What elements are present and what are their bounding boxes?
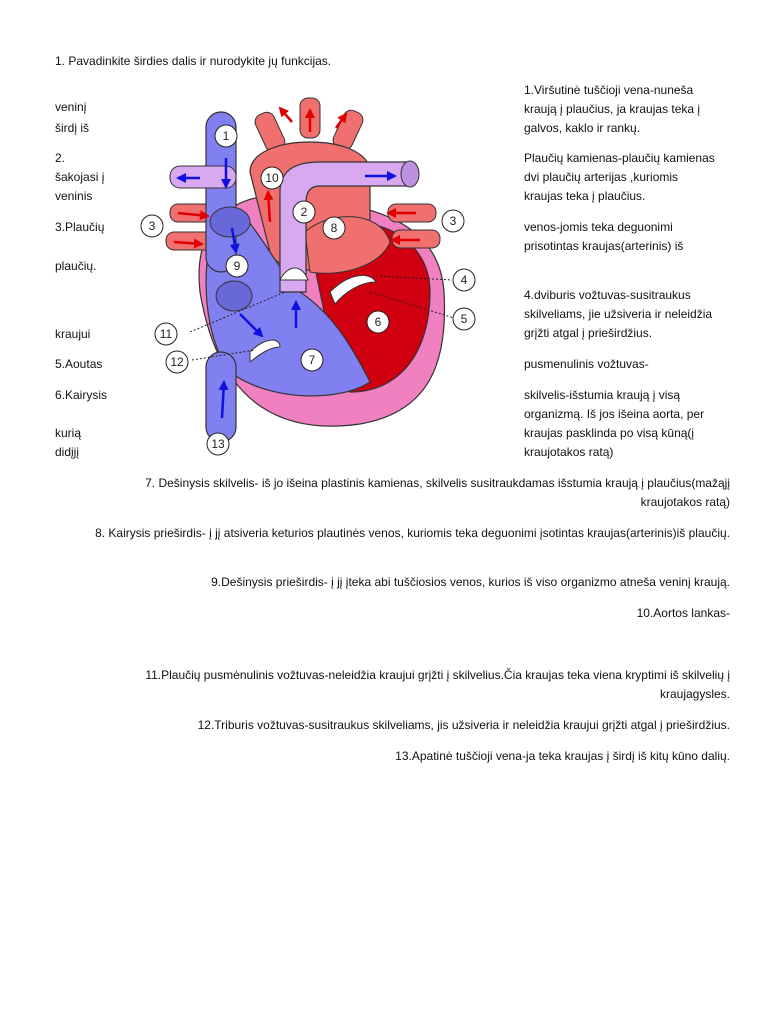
right-atrium-ellipse	[209, 206, 251, 238]
label-12: 12	[165, 350, 189, 374]
right-line: skilveliams, jie užsiveria ir neleidžia	[524, 307, 713, 321]
paragraph-13: 13.Apatinė tuščioji vena-ja teka kraujas…	[395, 749, 730, 763]
right-line: skilvelis-išstumia kraują į visą	[524, 388, 681, 402]
left-fragment: 3.Plaučių	[55, 220, 105, 234]
left-fragment: 6.Kairysis	[55, 388, 108, 402]
svg-text:13: 13	[211, 437, 225, 451]
svg-text:1: 1	[223, 129, 230, 143]
right-line: pusmenulinis vožtuvas-	[524, 357, 649, 371]
mitral-valve	[329, 274, 377, 305]
right-line: Plaučių kamienas-plaučių kamienas	[524, 151, 715, 165]
heart-diagram: 1 2 3 3 4 5 6 7 8 9 10 11 12 13	[140, 97, 476, 456]
left-fragment: kraujui	[55, 327, 91, 341]
pulmonary-valve	[279, 267, 309, 281]
leader-lines	[189, 275, 455, 361]
right-line: dvi plaučių arterijas ,kuriomis	[524, 170, 679, 184]
label-10: 10	[260, 166, 284, 190]
pulmonary-artery-left	[169, 165, 237, 189]
paragraph-11: 11.Plaučių pusmėnulinis vožtuvas-neleidž…	[145, 668, 730, 701]
paragraph-10: 10.Aortos lankas-	[636, 606, 730, 620]
label-3-right: 3	[441, 209, 465, 233]
right-line: prisotintas kraujas(arterinis) iš	[524, 239, 684, 253]
label-5: 5	[452, 307, 476, 331]
right-line: grįžti atgal į prieširdžius.	[524, 326, 653, 340]
label-8: 8	[322, 216, 346, 240]
label-7: 7	[300, 348, 324, 372]
left-fragment: 2.	[55, 151, 66, 165]
label-4: 4	[452, 268, 476, 292]
svg-text:2: 2	[301, 205, 308, 219]
right-line: galvos, kaklo ir rankų.	[524, 121, 641, 135]
paragraph-9: 9.Dešinysis prieširdis- į jį įteka abi t…	[211, 575, 730, 589]
paragraph-12: 12.Triburis vožtuvas-susitraukus skilvel…	[197, 718, 730, 732]
label-2: 2	[292, 200, 316, 224]
svg-text:8: 8	[331, 221, 338, 235]
label-1: 1	[214, 124, 238, 148]
label-13: 13	[206, 432, 230, 456]
left-fragment: šakojasi į	[55, 170, 105, 184]
left-fragment: širdį iš	[55, 121, 90, 135]
label-3-left: 3	[140, 214, 164, 238]
svg-text:4: 4	[461, 273, 468, 287]
blood-flow-arrows	[173, 106, 420, 419]
label-6: 6	[366, 310, 390, 334]
right-line: kraujas teka į plaučius.	[524, 189, 646, 203]
svg-text:5: 5	[461, 312, 468, 326]
svg-text:3: 3	[450, 214, 457, 228]
label-9: 9	[225, 254, 249, 278]
svg-text:7: 7	[309, 353, 316, 367]
left-fragment: plaučių.	[55, 259, 97, 273]
right-line: 4.dviburis vožtuvas-susitraukus	[524, 288, 691, 302]
inferior-vena-cava	[205, 351, 237, 443]
right-line: kraujas pasklinda po visą kūną(į	[524, 426, 695, 440]
right-line: kraują į plaučius, ja kraujas teka į	[524, 102, 701, 116]
label-11: 11	[154, 322, 178, 346]
left-fragment: veninis	[55, 189, 93, 203]
left-fragment: veninį	[55, 100, 87, 114]
svg-text:12: 12	[170, 355, 184, 369]
paragraph-7: 7. Dešinysis skilvelis- iš jo išeina pla…	[145, 476, 730, 509]
right-atrium-ellipse-lower	[215, 280, 253, 312]
right-line: 1.Viršutinė tuščioji vena-nuneša	[524, 83, 694, 97]
worksheet-title: 1. Pavadinkite širdies dalis ir nurodyki…	[55, 54, 332, 68]
left-fragment: didįjį	[55, 445, 80, 459]
svg-text:10: 10	[265, 171, 279, 185]
right-line: organizmą. Iš jos išeina aorta, per	[524, 407, 705, 421]
svg-text:9: 9	[234, 259, 241, 273]
right-line: venos-jomis teka deguonimi	[524, 220, 673, 234]
left-fragment: 5.Aoutas	[55, 357, 103, 371]
svg-text:3: 3	[149, 219, 156, 233]
left-fragment: kurią	[55, 426, 82, 440]
svg-text:11: 11	[160, 327, 173, 341]
pulmonary-trunk-end	[400, 160, 420, 188]
paragraph-8: 8. Kairysis prieširdis- į jį atsiveria k…	[95, 526, 730, 540]
tricuspid-valve	[249, 339, 281, 364]
right-line: kraujotakos ratą)	[524, 445, 614, 459]
svg-text:6: 6	[375, 315, 382, 329]
